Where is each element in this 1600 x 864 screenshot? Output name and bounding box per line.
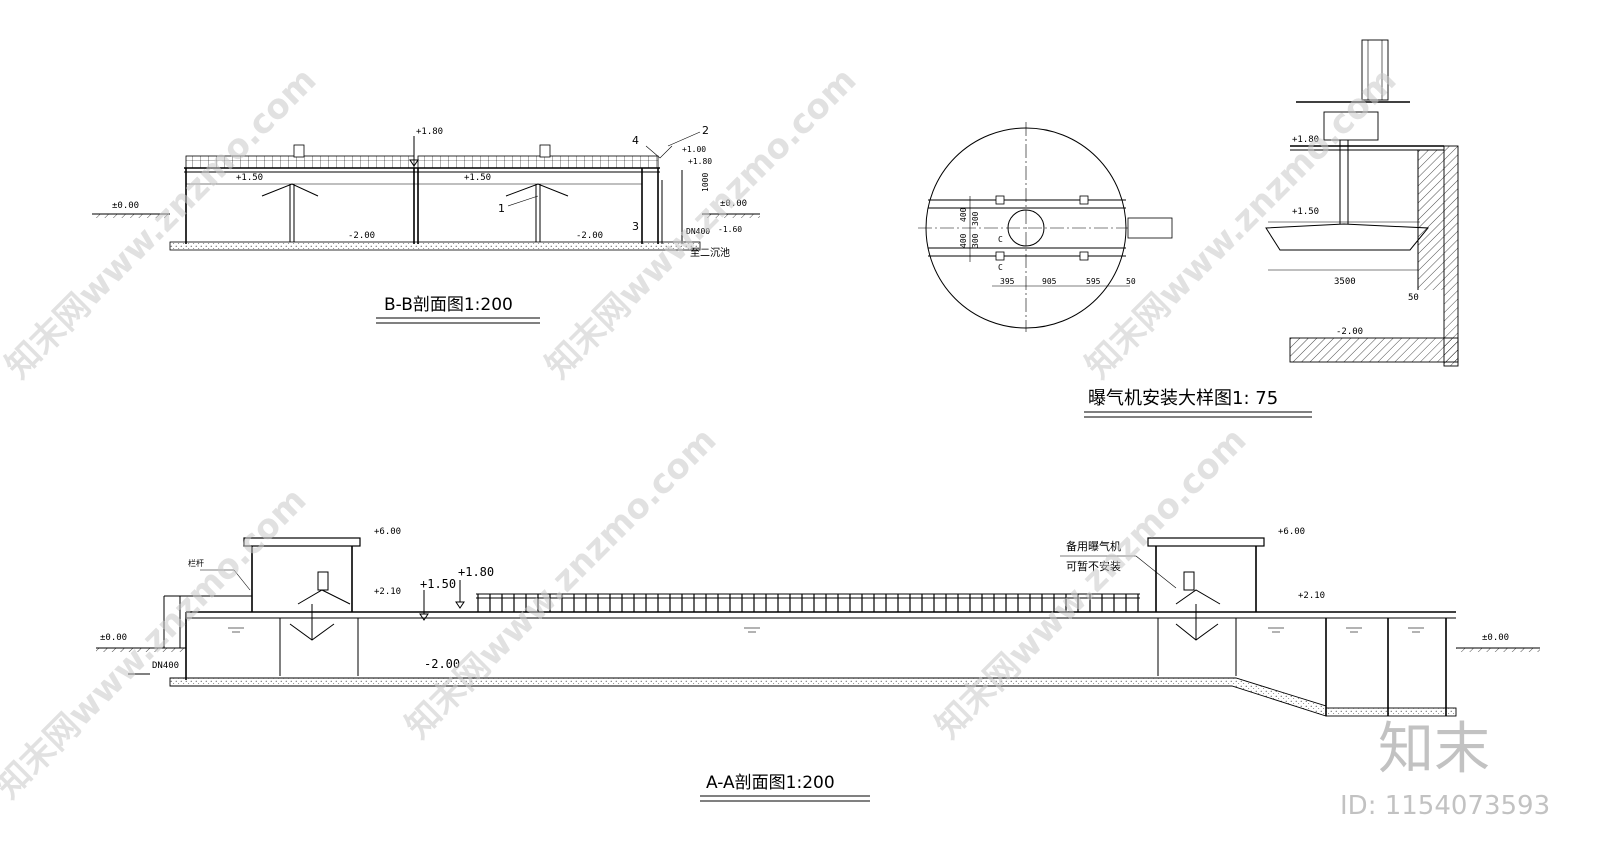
bb-elev-ground-right: ±0.00 xyxy=(720,199,747,209)
aa-note-spare-2: 可暂不安装 xyxy=(1066,559,1121,573)
plan-dim-400b: 400 xyxy=(959,233,968,248)
bb-callout-1: 1 xyxy=(498,202,505,215)
plan-mark-c1: C xyxy=(998,235,1003,244)
aa-title: A-A剖面图1:200 xyxy=(706,773,835,793)
bb-elev-water-left: +1.50 xyxy=(236,173,263,183)
aerator-section: 3500 50 +1.80 +1.50 -2.00 曝气机安装大样图1: 75 xyxy=(1084,39,1459,418)
watermark-text: 知末网www.znzmo.com xyxy=(0,480,314,806)
aa-label-railing: 栏杆 xyxy=(188,558,204,568)
bb-elev-bottom-left: -2.00 xyxy=(348,231,375,241)
watermark-logo: 知末 xyxy=(1378,717,1490,782)
watermark-text: 知末网www.znzmo.com xyxy=(538,60,864,386)
watermark-text: 知末网www.znzmo.com xyxy=(928,420,1254,746)
bb-callout-3: 3 xyxy=(632,220,639,233)
bb-elev-water-mid: +1.50 xyxy=(464,173,491,183)
bb-elev-right-3: -1.60 xyxy=(718,225,742,234)
plan-mark-c2: C xyxy=(998,263,1003,272)
aa-elev-deck-left: +2.10 xyxy=(374,587,401,597)
aa-elev-deck-right: +2.10 xyxy=(1298,591,1325,601)
aa-elev-water: +1.50 xyxy=(420,577,456,591)
aa-note-spare-1: 备用曝气机 xyxy=(1066,539,1121,553)
plan-dim-395: 395 xyxy=(1000,277,1015,286)
watermark-id: ID: 1154073593 xyxy=(1340,791,1550,821)
aerator-title: 曝气机安装大样图1: 75 xyxy=(1088,388,1278,409)
plan-dim-595: 595 xyxy=(1086,277,1101,286)
bb-dim-vertical: 1000 xyxy=(701,173,710,192)
section-aa: +1.50 +1.80 -2.00 +6.00 +6.00 +2.10 +2.1… xyxy=(96,527,1540,802)
sec-elev-top: +1.80 xyxy=(1292,135,1319,145)
aa-pipe: DN400 xyxy=(152,661,179,671)
aerator-plan: 395 905 595 50 400 300 400 300 C C xyxy=(918,122,1173,332)
plan-dim-300b: 300 xyxy=(971,233,980,248)
sec-elev-water: +1.50 xyxy=(1292,207,1319,217)
sec-dim-side: 50 xyxy=(1408,293,1419,303)
bb-elev-top: +1.80 xyxy=(416,127,443,137)
bb-elev-right-1: +1.00 xyxy=(682,145,706,154)
aa-elev-ground-right: ±0.00 xyxy=(1482,633,1509,643)
bb-title: B-B剖面图1:200 xyxy=(384,295,513,315)
bb-callout-2: 2 xyxy=(702,124,709,137)
section-bb: +1.80 +1.50 +1.50 ±0.00 ±0.00 -2.00 -2.0… xyxy=(92,124,760,324)
plan-dim-300a: 300 xyxy=(971,211,980,226)
bb-elev-ground-left: ±0.00 xyxy=(112,201,139,211)
bb-callout-4: 4 xyxy=(632,134,639,147)
watermark-text: 知末网www.znzmo.com xyxy=(1078,60,1404,386)
bb-elev-right-2: +1.80 xyxy=(688,157,712,166)
plan-dim-50: 50 xyxy=(1126,277,1136,286)
aa-elev-roof-left: +6.00 xyxy=(374,527,401,537)
sec-dim-width: 3500 xyxy=(1334,277,1356,287)
plan-dim-905: 905 xyxy=(1042,277,1057,286)
bb-note-to: 至二沉池 xyxy=(690,246,730,259)
aa-elev-ground-left: ±0.00 xyxy=(100,633,127,643)
aa-elev-bottom: -2.00 xyxy=(424,657,460,671)
bb-elev-bottom-right: -2.00 xyxy=(576,231,603,241)
aa-elev-top: +1.80 xyxy=(458,565,494,579)
aa-elev-roof-right: +6.00 xyxy=(1278,527,1305,537)
watermark-text: 知末网www.znzmo.com xyxy=(0,60,324,386)
plan-dim-400a: 400 xyxy=(959,207,968,222)
bb-pipe: DN400 xyxy=(686,227,710,236)
sec-elev-bottom: -2.00 xyxy=(1336,327,1363,337)
